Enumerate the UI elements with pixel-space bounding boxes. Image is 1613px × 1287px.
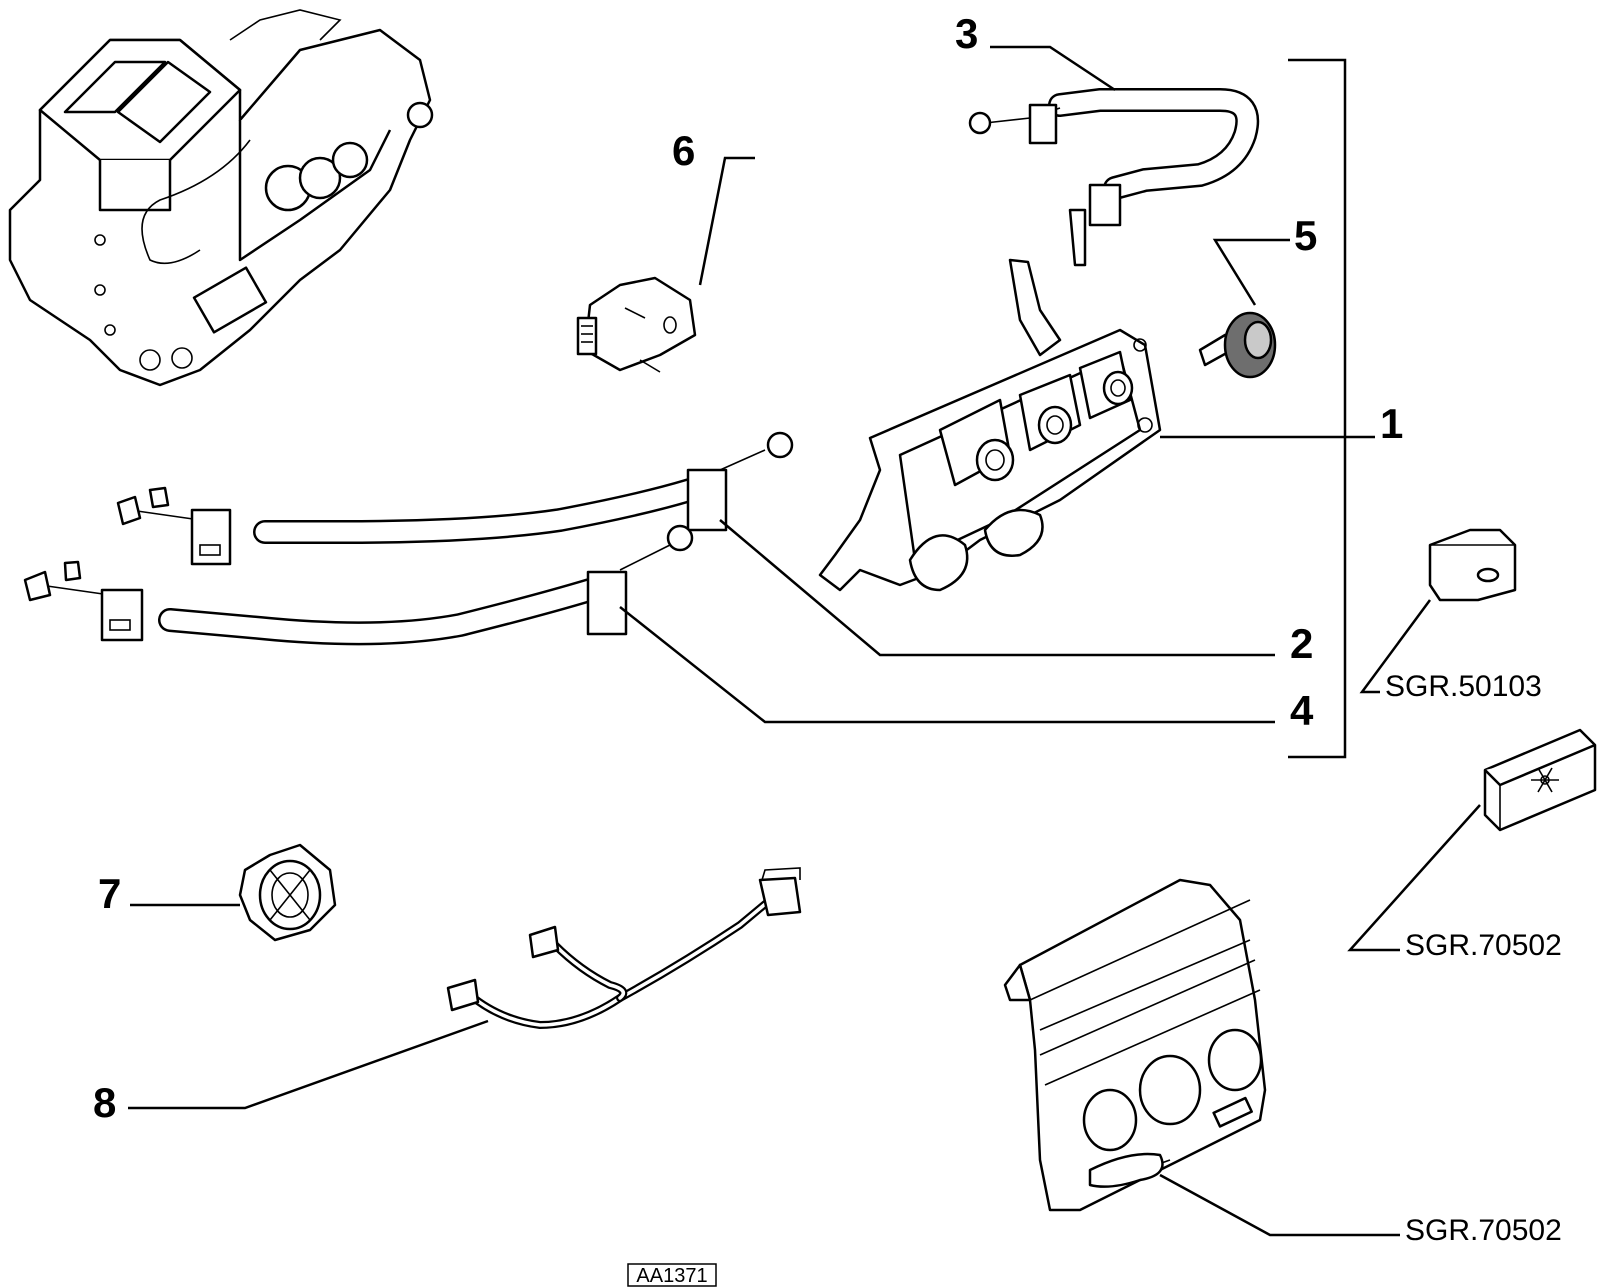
heater-unit-icon — [8, 9, 434, 387]
snowflake-icon — [1483, 728, 1597, 832]
cable-icon — [23, 524, 694, 646]
knob-icon — [1428, 528, 1517, 602]
leader-lines — [128, 45, 1481, 1237]
callout-7: 7 — [98, 870, 121, 917]
drawing-code-badge: AA1371 — [627, 1263, 717, 1287]
callout-1: 1 — [1380, 400, 1403, 447]
callout-labels: 3 6 5 1 2 4 7 8 — [93, 10, 1403, 1126]
callout-3: 3 — [955, 10, 978, 57]
bezel-panel-icon — [1003, 878, 1267, 1212]
drawing-code: AA1371 — [636, 1265, 707, 1287]
callout-5: 5 — [1294, 212, 1317, 259]
wiring-harness-icon — [446, 867, 802, 1030]
connector-icon — [576, 276, 697, 373]
callout-2: 2 — [1290, 620, 1313, 667]
cable-icon — [116, 431, 794, 566]
control-panel-icon — [818, 258, 1162, 592]
callout-8: 8 — [93, 1079, 116, 1126]
ref-sgr-70502-switch: SGR.70502 — [1405, 929, 1562, 962]
ref-sgr-50103: SGR.50103 — [1385, 670, 1542, 703]
ref-sgr-70502-panel: SGR.70502 — [1405, 1214, 1562, 1247]
fan-icon — [238, 843, 337, 942]
callout-4: 4 — [1290, 687, 1314, 734]
callout-6: 6 — [672, 127, 695, 174]
reference-labels: SGR.50103 SGR.70502 SGR.70502 — [1385, 670, 1562, 1247]
cable-icon — [968, 88, 1260, 267]
knob-icon — [1198, 311, 1277, 379]
